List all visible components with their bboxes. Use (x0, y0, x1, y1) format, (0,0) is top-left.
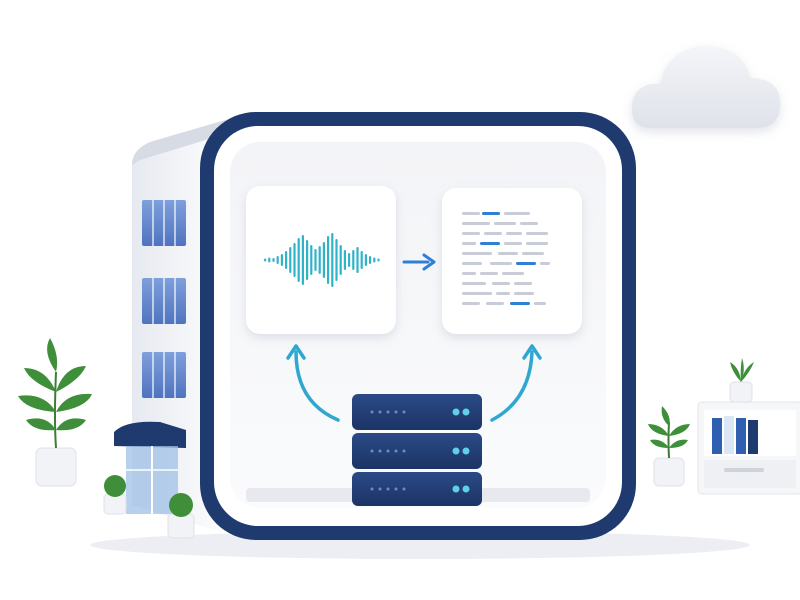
wave-bar (301, 235, 304, 285)
text-line (540, 262, 550, 265)
text-line (490, 262, 512, 265)
text-document-card (442, 188, 582, 334)
text-line (520, 222, 538, 225)
text-line (492, 282, 510, 285)
text-line (462, 232, 480, 235)
wave-bar (322, 242, 325, 278)
wave-bar (360, 251, 363, 269)
text-line (462, 292, 492, 295)
potted-plant-icon (103, 475, 127, 515)
text-line (498, 252, 518, 255)
text-line (534, 302, 546, 305)
wave-bar (377, 258, 380, 262)
potted-plant-icon (18, 338, 92, 487)
server-unit (352, 394, 482, 430)
text-line (480, 242, 500, 245)
arrow-right-icon (402, 253, 436, 271)
text-line (482, 212, 500, 215)
text-line (506, 232, 522, 235)
wave-bar (373, 257, 376, 263)
wave-bar (268, 257, 271, 263)
wave-bar (369, 256, 372, 264)
text-line (462, 252, 492, 255)
wave-bar (348, 253, 351, 267)
text-line (462, 272, 476, 275)
text-line (494, 222, 516, 225)
wave-bar (364, 254, 367, 266)
cloud-icon (631, 46, 780, 128)
wave-bar (339, 245, 342, 275)
text-line (484, 232, 502, 235)
wave-bar (285, 251, 288, 269)
cycle-arrows (286, 344, 542, 422)
wave-bar (289, 247, 292, 273)
text-line (496, 292, 510, 295)
wave-bar (331, 233, 334, 287)
text-line (502, 272, 524, 275)
server-unit (352, 472, 482, 506)
wave-bar (343, 250, 346, 270)
wave-bar (280, 254, 283, 266)
sound-wave-icon (264, 233, 380, 287)
wave-bar (335, 239, 338, 281)
potted-plant-icon (648, 406, 690, 487)
arrow-up-right-icon (490, 350, 534, 422)
wave-bar (297, 238, 300, 282)
text-line (462, 262, 482, 265)
audio-card (246, 186, 396, 334)
text-line (462, 242, 476, 245)
wave-bar (272, 258, 275, 262)
server-unit (352, 433, 482, 469)
text-line (480, 272, 498, 275)
text-line (462, 222, 490, 225)
text-line (522, 252, 544, 255)
text-line (516, 262, 536, 265)
potted-plant-icon (729, 358, 754, 403)
wave-bar (306, 240, 309, 280)
wave-bar (318, 246, 321, 274)
arrow-up-left-icon (294, 350, 340, 422)
wave-bar (310, 245, 313, 275)
text-line (504, 242, 522, 245)
potted-plant-icon (167, 493, 195, 539)
wave-bar (352, 250, 355, 270)
text-line (510, 302, 530, 305)
text-line (526, 232, 548, 235)
text-line (462, 212, 480, 215)
building-windows (142, 200, 186, 398)
wave-bar (327, 236, 330, 284)
text-line (526, 242, 548, 245)
wave-bar (276, 256, 279, 264)
wave-bar (314, 249, 317, 271)
text-line (514, 292, 534, 295)
wave-bar (264, 258, 267, 262)
text-line (462, 302, 480, 305)
text-line (462, 282, 486, 285)
wave-bar (293, 243, 296, 277)
shelf-with-binders-icon (697, 358, 800, 495)
wave-bar (356, 247, 359, 273)
server-stack-icon (352, 394, 482, 506)
text-line (504, 212, 530, 215)
text-line (514, 282, 532, 285)
text-line (486, 302, 504, 305)
text-document-icon (462, 212, 550, 305)
